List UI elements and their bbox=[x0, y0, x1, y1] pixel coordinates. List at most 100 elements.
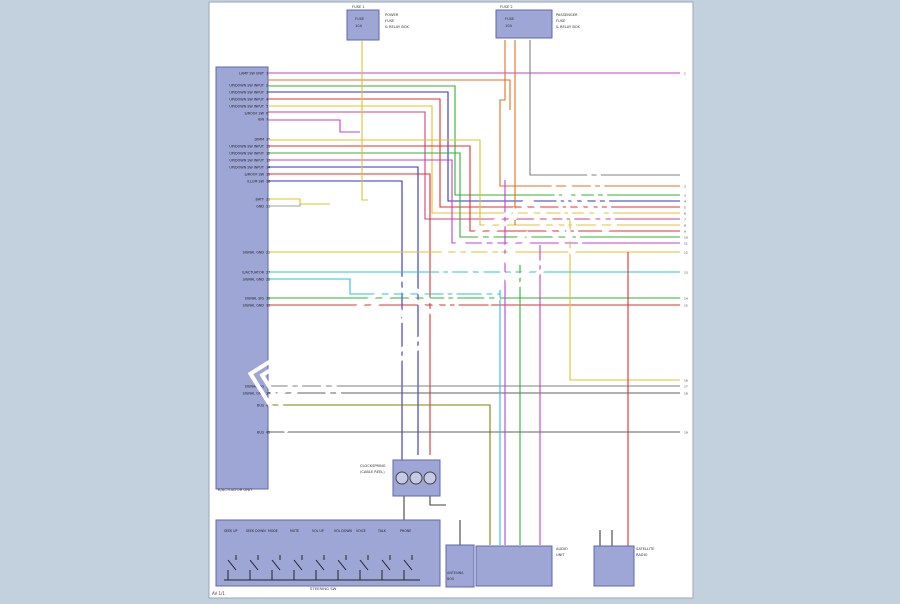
ecu-pin-label: UP/DOWN SW INPUT bbox=[229, 166, 265, 170]
ecu-pin-number: 1 bbox=[266, 72, 268, 76]
ecu-pin-label: E/ACTUATOR bbox=[242, 271, 264, 275]
clock-spring-label-2: (CABLE REEL) bbox=[360, 470, 385, 474]
fuse-box-right bbox=[495, 9, 553, 39]
right-terminal-number: 16 bbox=[684, 379, 688, 383]
switch-module-label: STEERING SW bbox=[310, 586, 337, 591]
wire bbox=[499, 40, 680, 187]
wire bbox=[268, 145, 680, 232]
ecu-pin-number: 4 bbox=[266, 98, 268, 102]
right-terminal-number: 17 bbox=[684, 385, 688, 389]
fuse-right-desc-1: PASSENGER bbox=[556, 13, 578, 17]
ecu-bottom-label: E/ACTUATOR UNIT bbox=[218, 487, 253, 492]
fuse-box-left bbox=[346, 9, 380, 41]
right-terminal-number: 3 bbox=[684, 194, 686, 198]
switch-label: VOL UP bbox=[312, 529, 324, 533]
switch-label: SEEK UP bbox=[224, 529, 237, 533]
ecu-pin-label: IGN bbox=[258, 118, 265, 122]
wire bbox=[268, 139, 680, 226]
switch-contact bbox=[271, 559, 281, 571]
wire bbox=[268, 204, 301, 207]
wire bbox=[268, 180, 403, 455]
switch-contact bbox=[227, 559, 237, 571]
wire bbox=[268, 119, 360, 133]
ecu-pin-label: SIGNAL GND bbox=[243, 278, 265, 282]
fuse-left-line-2: 10A bbox=[355, 24, 363, 28]
right-terminal-number: 1 bbox=[684, 72, 686, 76]
clock-spring-coil-3 bbox=[423, 471, 437, 485]
right-terminal-number: 7 bbox=[684, 218, 686, 222]
switch-label: VOL DOWN bbox=[334, 529, 353, 533]
switch-label: TALK bbox=[377, 529, 387, 533]
switch-contact bbox=[359, 559, 369, 571]
fuse-right-desc-3: & RELAY BOX bbox=[556, 25, 580, 29]
mid-connector-label-2: UNIT bbox=[556, 553, 565, 557]
right-terminal-number: 4 bbox=[684, 200, 686, 204]
switch-label: VOICE bbox=[356, 529, 366, 533]
fuse-right-header: FUSE 2 bbox=[500, 5, 513, 9]
ecu-pin-number: 3 bbox=[266, 91, 268, 95]
right-terminal-number: 15 bbox=[684, 304, 688, 308]
fuse-right-line-1: FUSE bbox=[505, 17, 515, 21]
wire bbox=[268, 173, 431, 455]
switch-contact bbox=[337, 559, 347, 571]
fuse-left-desc-2: FUSE bbox=[385, 19, 395, 23]
wire bbox=[268, 198, 330, 205]
ecu-pin-label: BATT bbox=[256, 198, 265, 202]
ecu-pin-label: ILLUM SW bbox=[247, 180, 264, 184]
ecu-pin-label: UP/DOWN SW INPUT bbox=[229, 91, 265, 95]
right-terminal-number: 11 bbox=[684, 242, 688, 246]
wire bbox=[268, 278, 500, 295]
ecu-pin-label: UP/DOWN SW INPUT bbox=[229, 98, 265, 102]
right-terminal-number: 12 bbox=[684, 251, 688, 255]
right-connector-label-2: RADIO bbox=[636, 553, 648, 557]
switch-label: MODE bbox=[268, 529, 278, 533]
right-terminal-number: 13 bbox=[684, 271, 688, 275]
switch-contact bbox=[293, 559, 303, 571]
mid-connector-label-1: AUDIO bbox=[556, 547, 568, 551]
right-terminal-number: 10 bbox=[684, 236, 688, 240]
clock-spring-label-1: CLOCKSPRING bbox=[360, 464, 386, 468]
right-terminal-number: 14 bbox=[684, 297, 688, 301]
ecu-module bbox=[215, 66, 269, 490]
ecu-pin-number: 7 bbox=[266, 118, 268, 122]
wire bbox=[569, 210, 680, 381]
aux-connector bbox=[445, 544, 475, 588]
switch-contact bbox=[381, 559, 391, 571]
ecu-pin-label: S/ROOF SW bbox=[244, 112, 264, 116]
wire bbox=[268, 159, 680, 244]
right-terminal-number: 6 bbox=[684, 212, 686, 216]
ecu-pin-label: DIMM bbox=[255, 138, 265, 142]
corner-label: AV 1/1 bbox=[212, 591, 225, 596]
switch-label: SEEK DOWN bbox=[246, 529, 266, 533]
fuse-right-desc-2: FUSE bbox=[556, 19, 566, 23]
fuse-left-header: FUSE 1 bbox=[352, 5, 365, 9]
mid-connector bbox=[475, 545, 553, 587]
ecu-pin-label: SIGNAL GND bbox=[243, 304, 265, 308]
switch-module bbox=[215, 519, 441, 587]
wire bbox=[361, 40, 368, 201]
wire bbox=[429, 496, 446, 506]
fuse-left-line-1: FUSE bbox=[355, 17, 365, 21]
fuse-left-desc-1: POWER bbox=[385, 13, 399, 17]
switch-label: MUTE bbox=[290, 529, 299, 533]
ecu-pin-label: UP/DOWN SW INPUT bbox=[229, 152, 265, 156]
switch-contact bbox=[315, 559, 325, 571]
right-terminal-number: 2 bbox=[684, 185, 686, 189]
switch-label: PHONE bbox=[400, 529, 411, 533]
ecu-pin-label: SIGNAL GND bbox=[243, 251, 265, 255]
switch-contact bbox=[249, 559, 259, 571]
ecu-pin-label: LAMP SW UNIT bbox=[239, 72, 265, 76]
ecu-pin-number: 6 bbox=[266, 112, 268, 116]
ecu-pin-label: UP/DOWN SW INPUT bbox=[229, 159, 265, 163]
ecu-pin-number: 5 bbox=[266, 105, 268, 109]
ecu-pin-label: S/ROOF SW bbox=[244, 173, 264, 177]
ecu-pin-label: UP/DOWN SW INPUT bbox=[229, 105, 265, 109]
ecu-pin-label: SIGNAL SIG bbox=[245, 385, 265, 389]
ecu-pin-number: 2 bbox=[266, 84, 268, 88]
clock-spring-coil-2 bbox=[409, 471, 423, 485]
aux-connector-label-1: ANTENNA bbox=[447, 571, 464, 575]
ecu-pin-label: BUS bbox=[257, 404, 264, 408]
